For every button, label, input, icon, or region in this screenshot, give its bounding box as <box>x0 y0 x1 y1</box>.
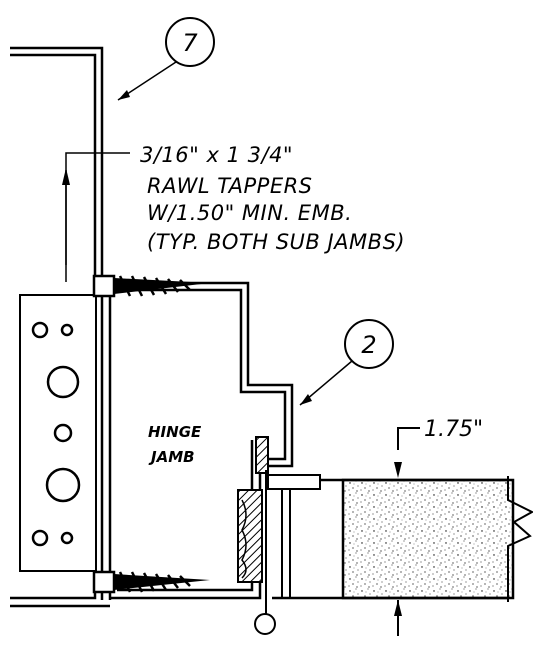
subframe-7 <box>10 46 112 608</box>
callout-7: 7 <box>117 17 215 101</box>
note-line-2: RAWL TAPPERS <box>147 174 313 198</box>
screw-lower <box>92 570 210 594</box>
door-thickness-dimension: 1.75" <box>394 417 483 636</box>
hinge-label-line-1: HINGE <box>148 423 202 441</box>
fastener-note: 3/16" x 1 3/4" RAWL TAPPERS W/1.50" MIN.… <box>140 143 405 254</box>
note-line-3: W/1.50" MIN. EMB. <box>147 201 352 225</box>
note-leader <box>62 152 130 282</box>
note-line-4: (TYP. BOTH SUB JAMBS) <box>147 230 405 254</box>
hinge-label-line-2: JAMB <box>148 448 195 466</box>
callout-2-text: 2 <box>361 331 376 359</box>
screw-upper <box>92 274 210 298</box>
hinge-jamb-label: HINGE JAMB <box>148 423 202 466</box>
callout-2: 2 <box>299 319 394 406</box>
wood-blocking <box>237 489 263 583</box>
door-leaf <box>267 474 533 602</box>
dimension-text: 1.75" <box>424 417 483 442</box>
hinge-plate <box>19 294 97 572</box>
hinge-knuckle <box>254 470 276 635</box>
callout-7-text: 7 <box>182 29 198 57</box>
note-line-1: 3/16" x 1 3/4" <box>140 143 293 167</box>
